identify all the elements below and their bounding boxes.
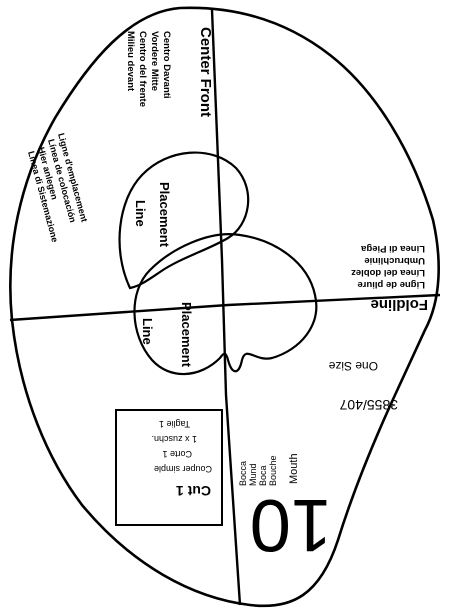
cut-box-title: Cut 1 <box>176 483 211 499</box>
cut-box-line: Couper simple <box>154 464 212 474</box>
center-front-translation: Milieu devant <box>125 31 136 92</box>
foldline-translation: Ligne de pliure <box>357 279 425 290</box>
placement-line-lower-label: Line <box>140 318 155 345</box>
piece-name-translation: Bocca <box>238 461 248 486</box>
piece-name: Mouth <box>288 453 300 484</box>
pattern-number: 3855/407 <box>339 397 398 413</box>
placement-line-upper-label: Line <box>133 200 148 227</box>
cut-instruction-box <box>115 409 223 526</box>
cut-box-line: 1 x zuschn. <box>151 434 197 444</box>
foldline-translation: Línea del doblez <box>351 267 425 278</box>
piece-name-translation: Boca <box>258 465 268 486</box>
foldline-translation: Umbruchlinie <box>364 255 425 266</box>
foldline <box>9 293 441 322</box>
placement-line-lower <box>133 233 318 376</box>
center-front-line <box>210 9 242 606</box>
piece-name-translation: Bouche <box>268 455 278 486</box>
center-front-translation: Centro Davanti <box>161 31 172 99</box>
center-front-label: Center Front <box>197 27 214 117</box>
foldline-translation: Linea di Piega <box>360 243 425 254</box>
placement-line-lower-label: Placement <box>179 302 194 368</box>
placement-line-upper <box>118 151 250 290</box>
piece-name-translation: Mund <box>248 463 258 486</box>
cut-box-line: Taglie 1 <box>159 419 190 429</box>
center-front-translation: Vordere Mitte <box>149 31 160 91</box>
pattern-outline <box>9 6 440 608</box>
piece-number: 10 <box>250 484 332 567</box>
size-label: One Size <box>328 359 378 373</box>
center-front-translation: Centro del frente <box>137 31 148 107</box>
foldline-label: Foldline <box>371 296 429 313</box>
cut-box-line: Corte 1 <box>162 449 192 459</box>
placement-line-upper-label: Placement <box>157 182 172 248</box>
